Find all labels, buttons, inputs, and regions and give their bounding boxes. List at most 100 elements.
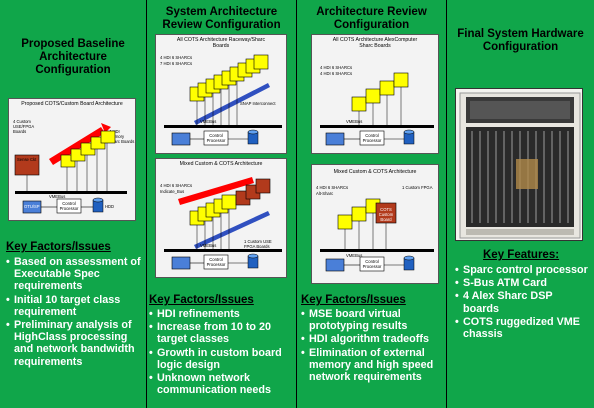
alex-diagram-svg: [320, 72, 434, 146]
board-stack-red: [235, 178, 271, 206]
label-vmebus: VMEBus: [200, 119, 217, 124]
label-vmebus: VMEBus: [49, 194, 66, 199]
label-hdi-a: 4 HDI 6 SHARCs: [160, 183, 193, 188]
label-alt-sharc: Alt-Sharc: [316, 191, 334, 196]
board-stack-yellow: [351, 72, 409, 112]
label-custom-board: COTS Custom Board: [378, 207, 394, 222]
label-hdi-a: 4 HDI 6 SHARCs: [320, 65, 353, 70]
label-custom-boards: 1 Custom USE FPGA Boards: [244, 239, 272, 249]
column-system-architecture-review: System Architecture Review Configuration…: [147, 0, 296, 408]
list-item: 4 Alex Sharc DSP boards: [455, 290, 591, 314]
label-hdd: HDD: [105, 204, 115, 209]
label-hdi-b: 7 HDI 6 SHARCs: [160, 61, 193, 66]
otu-box: [325, 132, 345, 146]
label-control-processor: Control Processor: [206, 133, 226, 143]
list-item: MSE board virtual prototyping results: [301, 308, 443, 332]
label-vmebus: VMEBus: [346, 253, 363, 258]
vme-bus-line: [164, 249, 282, 252]
panel-title: All COTS Architecture Raceway/Sharc Boar…: [176, 37, 266, 49]
key-factors-list: HDI refinements Increase from 10 to 20 t…: [149, 308, 295, 397]
label-hdi-b: 4 HDI 6 SHARCs: [320, 71, 353, 76]
chassis-illustration: [456, 89, 582, 240]
label-vmebus: VMEBus: [346, 119, 363, 124]
mixed-diagram-svg: [164, 177, 282, 270]
all-cots-alex-panel: All COTS Architecture AlexComputer Sharc…: [311, 34, 439, 154]
otu-box: [325, 258, 345, 272]
disk-icon: [403, 129, 415, 145]
column-final-hardware: Final System Hardware Configuration Key …: [447, 0, 594, 408]
column-title: System Architecture Review Configuration: [162, 6, 281, 31]
label-control-processor: Control Processor: [362, 133, 382, 143]
label-hdi-a: 4 HDI 6 SHARCs: [316, 185, 349, 190]
key-factors-list: Based on assessment of Executable Spec r…: [6, 256, 144, 369]
baseline-diagram-panel: Proposed COTS/Custom Board Architecture …: [8, 98, 136, 221]
label-custom-fpga: 1 Custom FPGA: [402, 185, 433, 190]
column-baseline: Proposed Baseline Architecture Configura…: [0, 0, 146, 408]
key-factors-list: MSE board virtual prototyping results HD…: [301, 308, 443, 384]
key-factors-title: Key Factors/Issues: [6, 241, 111, 253]
list-item: S-Bus ATM Card: [455, 277, 591, 289]
vme-bus-line: [15, 191, 127, 194]
label-control-processor: Control Processor: [206, 257, 226, 267]
disk-icon: [247, 129, 259, 145]
vertical-lines: [26, 143, 108, 191]
raceway-diagram-svg: [164, 54, 282, 146]
list-item: Preliminary analysis of HighClass proces…: [6, 319, 144, 368]
divider-3: [446, 0, 447, 408]
label-sense: Sense Ckt: [17, 157, 37, 162]
panel-title: Proposed COTS/Custom Board Architecture: [21, 101, 123, 107]
board-stack-yellow: [189, 194, 237, 226]
panel-title: Mixed Custom & COTS Architecture: [333, 169, 417, 175]
red-arrow-bus: [178, 177, 254, 205]
column-title: Architecture Review Configuration: [316, 6, 427, 31]
list-item: Initial 10 target class requirement: [6, 294, 144, 318]
list-item: Based on assessment of Executable Spec r…: [6, 256, 144, 293]
list-item: COTS ruggedized VME chassis: [455, 316, 591, 340]
vme-bus-line: [320, 125, 434, 128]
vertical-lines: [196, 81, 238, 125]
control-processor-box: [56, 198, 82, 214]
label-control-processor: Control Processor: [59, 201, 79, 211]
all-cots-raceway-panel: All COTS Architecture Raceway/Sharc Boar…: [155, 34, 287, 154]
vme-bus-line: [164, 125, 282, 128]
panel-title: Mixed Custom & COTS Architecture: [179, 161, 263, 167]
vme-chassis-photo: [455, 88, 583, 241]
mixed-alex-diagram-svg: [320, 198, 434, 272]
key-features-list: Sparc control processor S-Bus ATM Card 4…: [455, 264, 591, 341]
vertical-lines: [196, 209, 230, 249]
list-item: Elimination of external memory and high …: [301, 347, 443, 384]
divider-1: [146, 0, 147, 408]
disk-icon: [403, 255, 415, 271]
list-item: Sparc control processor: [455, 264, 591, 276]
board-stack-yellow: [60, 130, 116, 168]
otu-box: [171, 256, 191, 270]
list-item: HDI refinements: [149, 308, 295, 320]
disk-icon: [92, 197, 104, 213]
list-item: Growth in custom board logic design: [149, 347, 295, 371]
divider-2: [296, 0, 297, 408]
list-item: HDI algorithm tradeoffs: [301, 333, 443, 345]
list-item: Increase from 10 to 20 target classes: [149, 321, 295, 345]
board-stack-yellow: [189, 54, 269, 102]
label-indicate-bus: Indicate_Bus: [160, 189, 185, 194]
column-title: Proposed Baseline Architecture Configura…: [21, 38, 125, 76]
panel-title: All COTS Architecture AlexComputer Sharc…: [332, 37, 418, 49]
control-processor-box: [203, 130, 229, 146]
label-control-processor: Control Processor: [362, 259, 382, 269]
mixed-custom-cots-panel: Mixed Custom & COTS Architecture 4 HDI 6…: [311, 164, 439, 284]
control-processor-box: [203, 254, 229, 270]
control-processor-box: [359, 130, 385, 146]
key-factors-title: Key Factors/Issues: [149, 294, 254, 306]
mixed-custom-cots-panel: Mixed Custom & COTS Architecture 4 HDI 6…: [155, 158, 287, 278]
column-architecture-review: Architecture Review Configuration All CO…: [297, 0, 446, 408]
baseline-diagram-svg: [14, 123, 127, 214]
vertical-lines: [344, 213, 387, 249]
label-otu: OTU/SP: [24, 204, 40, 209]
label-hdi-a: 4 HDI 6 SHARCs: [160, 55, 193, 60]
key-features-title: Key Features:: [483, 249, 560, 261]
label-custom-boards: 4 Custom USE/FPGA Boards: [13, 119, 34, 134]
disk-icon: [247, 253, 259, 269]
column-title: Final System Hardware Configuration: [457, 28, 584, 53]
label-interconnect: SNAP Interconnect: [240, 101, 276, 106]
key-factors-title: Key Factors/Issues: [301, 294, 406, 306]
